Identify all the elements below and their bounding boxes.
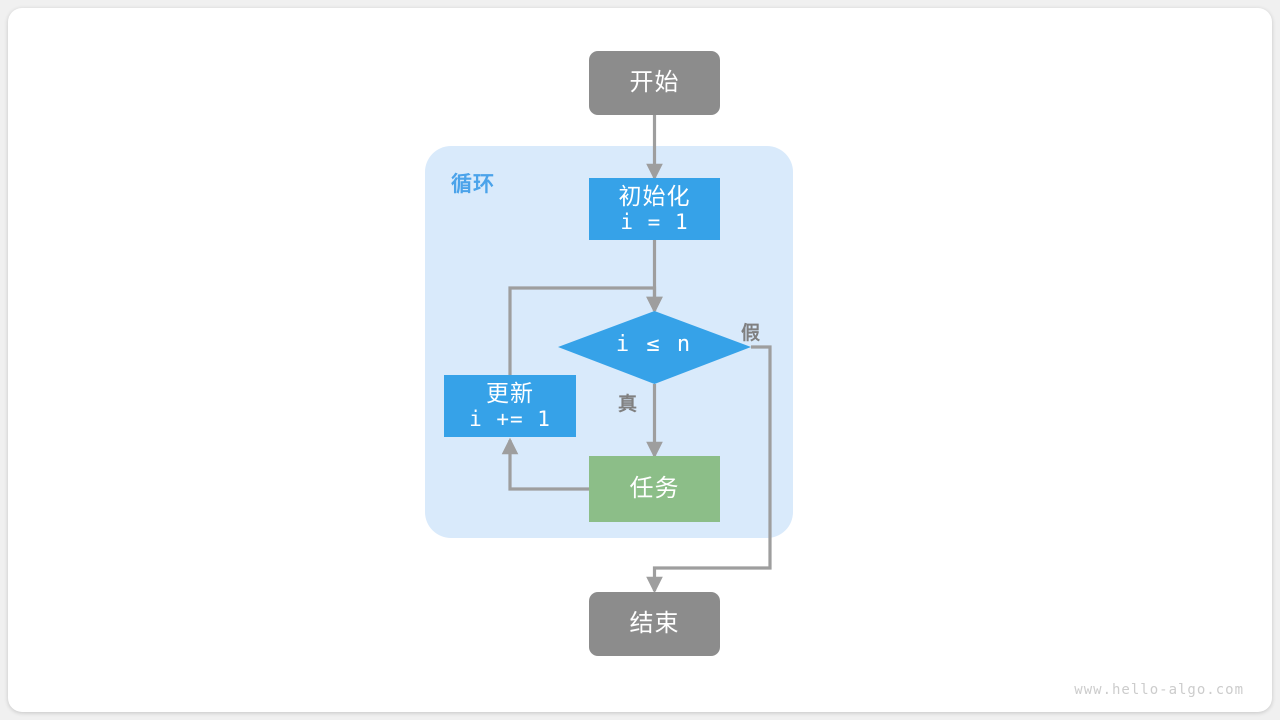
node-task[interactable]: 任务 [589,456,720,522]
loop-container-label: 循环 [451,173,495,196]
decision-diamond-shape [558,311,751,384]
node-init-code: i = 1 [620,210,689,235]
edge-label-true: 真 [618,394,639,415]
node-condition-label: i ≤ n [615,332,693,357]
edge-task-to-update [501,437,589,491]
node-start-label: 开始 [629,68,680,96]
node-end-label: 结束 [629,609,680,637]
node-init-label: 初始化 [618,183,691,210]
edge-label-false: 假 [741,323,762,344]
edge-condition-false-to-end [646,345,772,594]
node-end[interactable]: 结束 [589,592,720,656]
node-update-label: 更新 [486,380,534,407]
node-update-code: i += 1 [469,407,551,432]
edge-update-to-condition [508,286,663,375]
watermark: www.hello-algo.com [1074,682,1244,698]
node-task-label: 任务 [629,474,680,502]
node-update[interactable]: 更新 i += 1 [444,375,576,437]
node-init[interactable]: 初始化 i = 1 [589,178,720,240]
node-start[interactable]: 开始 [589,51,720,115]
